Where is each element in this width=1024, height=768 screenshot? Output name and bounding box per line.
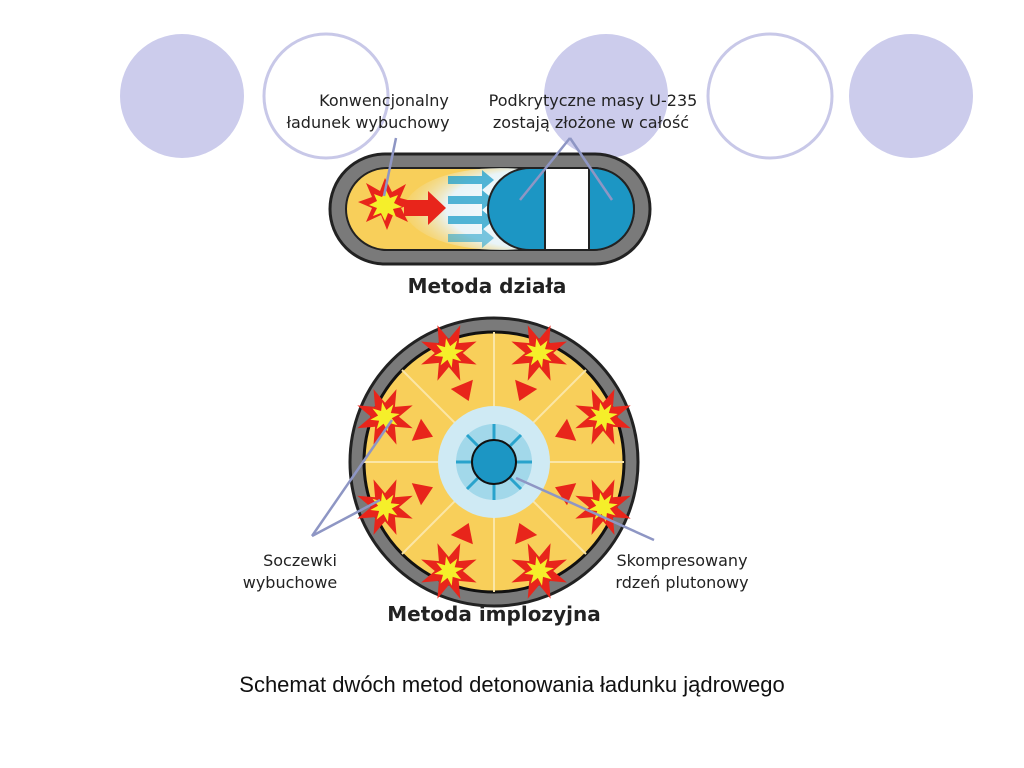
label-explosive-line2: ładunek wybuchowy — [286, 113, 449, 132]
decor-circle-outline — [706, 32, 834, 160]
leader-line-mass-right — [568, 137, 614, 201]
explosive-lens-burst — [511, 325, 567, 401]
implosion-explosive-lenses — [357, 325, 631, 599]
decor-circle-filled — [849, 34, 973, 158]
label-explosive-line1: Konwencjonalny — [319, 91, 449, 110]
leader-line-explosive — [382, 137, 398, 197]
implosion-plutonium-core — [471, 439, 517, 485]
implosion-method-title: Metoda implozyjna — [387, 602, 600, 626]
explosive-lens-burst — [511, 523, 567, 599]
label-lenses-line1: Soczewki — [263, 551, 337, 570]
decor-circle-filled — [120, 34, 244, 158]
slide-caption: Schemat dwóch metod detonowania ładunku … — [239, 672, 785, 697]
explosive-lens-burst — [421, 325, 477, 401]
explosive-lens-burst — [357, 479, 433, 535]
explosive-lens-burst — [357, 389, 433, 445]
label-subcritical-line1: Podkrytyczne masy U-235 — [489, 91, 698, 110]
leader-line-mass-left — [519, 137, 571, 201]
explosive-lens-burst — [421, 523, 477, 599]
decorative-circles — [120, 32, 973, 160]
gun-uranium-gap — [544, 167, 590, 251]
decor-circle-filled — [544, 34, 668, 158]
leader-lines-lenses — [310, 419, 394, 538]
leader-line-core — [515, 476, 655, 542]
gun-method-diagram: Konwencjonalny ładunek wybuchowy Podkryt… — [286, 91, 697, 298]
explosive-lens-burst — [555, 479, 631, 535]
label-subcritical-line2: zostają złożone w całość — [493, 113, 689, 132]
gun-explosion-core — [369, 190, 402, 221]
gun-push-arrow — [404, 191, 446, 225]
implosion-inward-arrows — [456, 424, 532, 500]
label-core-line1: Skompresowany — [616, 551, 747, 570]
explosive-lens-burst — [555, 389, 631, 445]
label-core-line2: rdzeń plutonowy — [615, 573, 748, 592]
decor-circle-outline — [262, 32, 390, 160]
gun-uranium-mass-right — [588, 167, 635, 251]
label-lenses-line2: wybuchowe — [243, 573, 338, 592]
gun-method-title: Metoda działa — [408, 274, 567, 298]
implosion-method-diagram: Soczewki wybuchowe Skompresowany rdzeń p… — [243, 316, 749, 626]
gun-flow-arrows — [448, 170, 494, 248]
